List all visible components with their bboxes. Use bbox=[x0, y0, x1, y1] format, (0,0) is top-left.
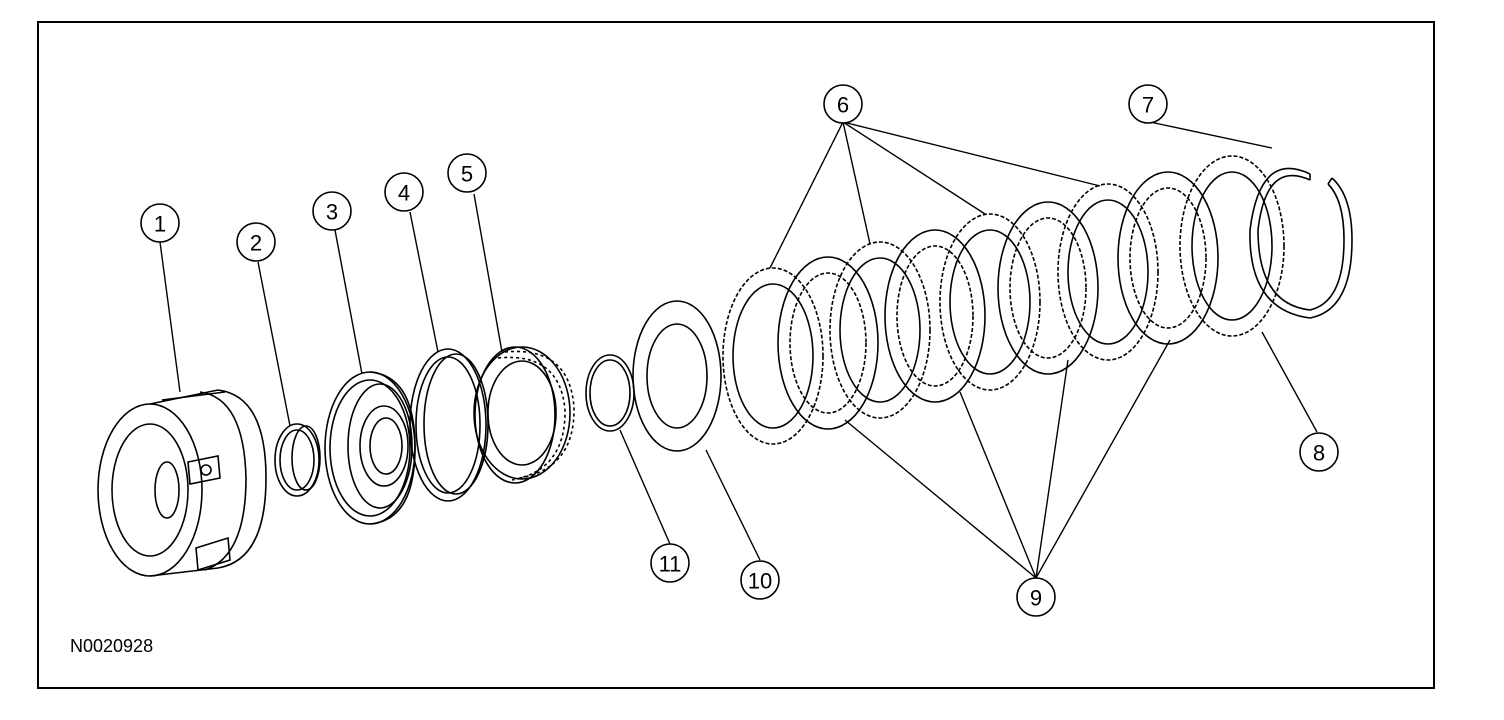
callout-1-label: 1 bbox=[154, 212, 166, 237]
callout-4-label: 4 bbox=[398, 181, 410, 206]
callout-9-circle bbox=[1016, 577, 1056, 617]
part-5-spring-assembly bbox=[473, 346, 575, 484]
callout-10-label: 10 bbox=[748, 569, 772, 594]
callout-1-circle bbox=[140, 203, 180, 243]
part-1-drum bbox=[97, 389, 267, 577]
leader-lines bbox=[159, 121, 1318, 579]
callout-8-label: 8 bbox=[1313, 441, 1325, 466]
callout-7-circle bbox=[1128, 84, 1168, 124]
part-2-seal-ring bbox=[274, 423, 321, 497]
callout-3-circle bbox=[312, 191, 352, 231]
callout-6-label: 6 bbox=[837, 93, 849, 118]
callout-11-label: 11 bbox=[659, 552, 682, 577]
part-7-snap-ring bbox=[1249, 167, 1353, 319]
part-8-pressure-plate bbox=[1179, 155, 1285, 337]
callout-10-circle bbox=[740, 560, 780, 600]
callout-2-circle bbox=[236, 222, 276, 262]
part-11-snap-ring bbox=[585, 354, 635, 432]
callout-7-label: 7 bbox=[1142, 93, 1154, 118]
callout-11-circle bbox=[650, 543, 690, 583]
part-3-piston bbox=[324, 371, 416, 525]
callout-6-circle bbox=[823, 84, 863, 124]
callout-4-circle bbox=[384, 172, 424, 212]
figure-frame bbox=[37, 21, 1435, 689]
callout-3-label: 3 bbox=[326, 200, 338, 225]
part-10-washer bbox=[632, 300, 722, 452]
clutch-plate-stack bbox=[722, 171, 1219, 445]
callout-9-label: 9 bbox=[1030, 586, 1042, 611]
figure-id-label: N0020928 bbox=[70, 636, 154, 656]
callout-2-label: 2 bbox=[250, 231, 262, 256]
callout-8-circle bbox=[1299, 432, 1339, 472]
callout-5-label: 5 bbox=[461, 162, 473, 187]
callout-5-circle bbox=[447, 153, 487, 193]
part-4-seal bbox=[409, 348, 489, 502]
